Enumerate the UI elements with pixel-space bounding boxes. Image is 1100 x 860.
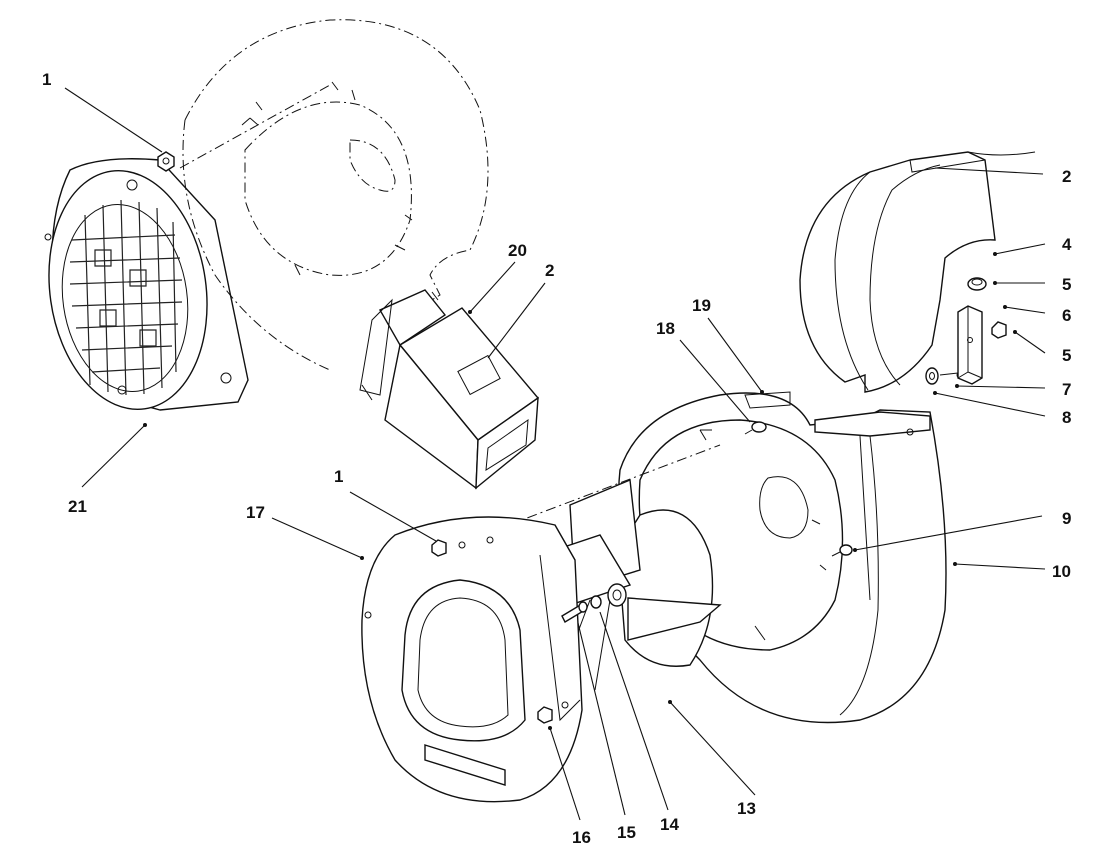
bolt-icon — [831, 544, 853, 557]
nut-icon — [431, 539, 447, 557]
intake-plate — [361, 516, 602, 803]
upper-scroll-housing — [179, 19, 489, 371]
washer-icon — [590, 595, 602, 609]
callout-18: 18 — [656, 319, 675, 338]
callout-1-upper: 1 — [42, 70, 51, 89]
discharge-chute-upper — [359, 289, 540, 490]
discharge-hood — [799, 151, 1036, 393]
callout-5-lower: 5 — [1062, 346, 1071, 365]
grille-mesh — [69, 199, 183, 396]
callout-16: 16 — [572, 828, 591, 847]
callout-9: 9 — [1062, 509, 1071, 528]
callout-21: 21 — [68, 497, 87, 516]
intake-cover-assembly — [44, 151, 249, 411]
callout-14: 14 — [660, 815, 679, 834]
callout-labels: 1 21 20 2 2 4 5 6 5 7 8 19 18 9 10 17 1 … — [42, 70, 1072, 847]
callout-19: 19 — [692, 296, 711, 315]
mounting-bracket — [925, 277, 1007, 385]
nut-icon — [537, 706, 553, 724]
bolt-icon — [561, 601, 588, 623]
callout-17: 17 — [246, 503, 265, 522]
callout-15: 15 — [617, 823, 636, 842]
callout-2-chute: 2 — [545, 261, 554, 280]
callout-10: 10 — [1052, 562, 1071, 581]
hub-icon — [607, 583, 627, 607]
callout-1-lower: 1 — [334, 467, 343, 486]
callout-5-upper: 5 — [1062, 275, 1071, 294]
callout-7: 7 — [1062, 380, 1071, 399]
callout-2-hood: 2 — [1062, 167, 1071, 186]
nut-icon — [967, 277, 987, 291]
bolt-icon — [744, 421, 767, 435]
washer-icon — [925, 367, 939, 385]
leader-lines — [64, 87, 1046, 821]
callout-13: 13 — [737, 799, 756, 818]
callout-6: 6 — [1062, 306, 1071, 325]
callout-4: 4 — [1062, 235, 1072, 254]
nut-icon — [991, 321, 1007, 339]
callout-8: 8 — [1062, 408, 1071, 427]
callout-20: 20 — [508, 241, 527, 260]
nut-icon — [157, 151, 175, 172]
